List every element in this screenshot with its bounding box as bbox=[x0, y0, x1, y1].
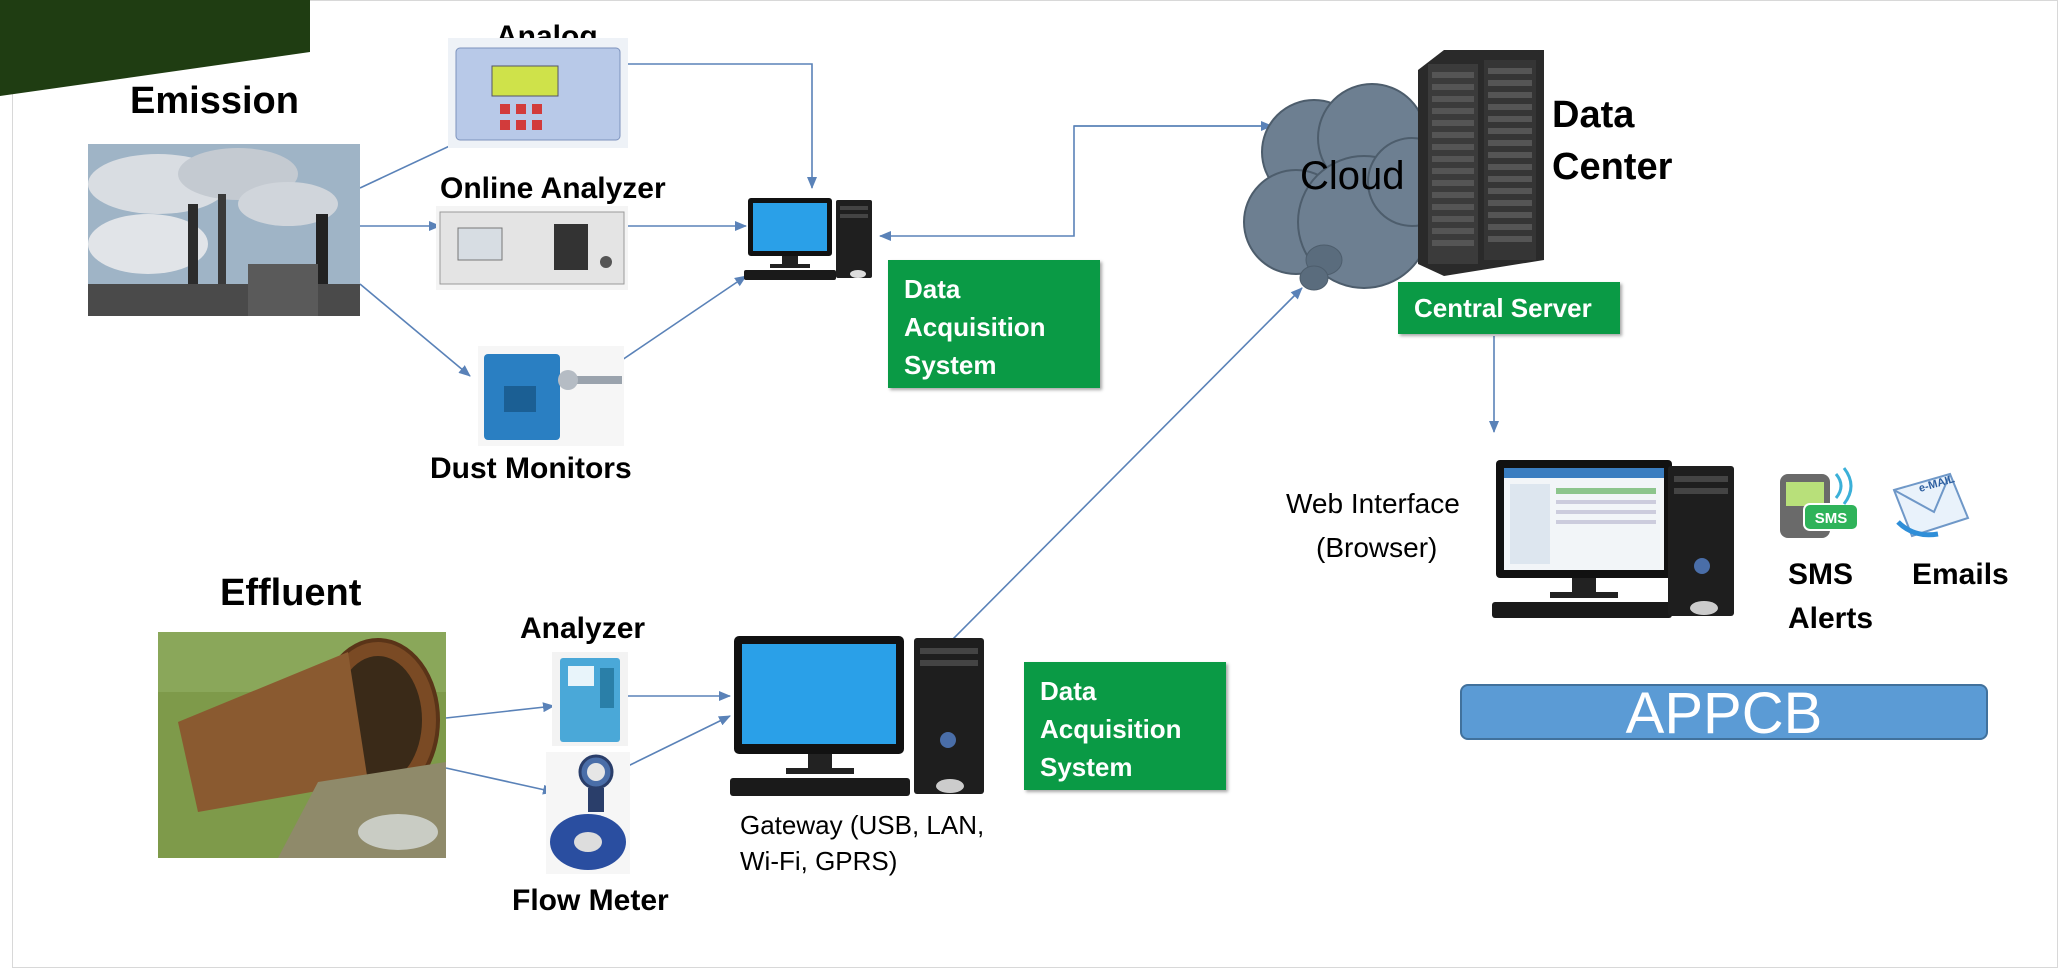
arrow-effluent-analyzer bbox=[445, 702, 555, 719]
sms-phone-icon: SMS bbox=[1780, 467, 1859, 538]
effluent-das-line3: System bbox=[1040, 752, 1133, 782]
emission-das-line3: System bbox=[904, 350, 997, 380]
effluent-das-box: Data Acquisition System bbox=[1024, 662, 1226, 790]
arrow-analog-das bbox=[628, 63, 817, 189]
arrow-cloud-das bbox=[879, 125, 1270, 241]
central-server-label: Central Server bbox=[1414, 293, 1592, 323]
flow-meter-label: Flow Meter bbox=[512, 884, 669, 917]
email-envelope-icon: e-MAIL bbox=[1892, 472, 1970, 538]
web-interface-line1: Web Interface bbox=[1286, 488, 1460, 519]
effluent-das-line2: Acquisition bbox=[1040, 714, 1182, 744]
effluent-heading: Effluent bbox=[220, 572, 362, 614]
effluent-das-line1: Data bbox=[1040, 676, 1097, 706]
data-center-line1: Data bbox=[1552, 94, 1635, 136]
online-analyzer-label: Online Analyzer bbox=[440, 172, 666, 205]
gateway-line1: Gateway (USB, LAN, bbox=[740, 810, 985, 840]
arrow-flowmeter-gateway bbox=[627, 715, 731, 767]
data-center-line2: Center bbox=[1552, 146, 1673, 188]
dust-monitor-image bbox=[478, 346, 624, 446]
analog-device-image bbox=[448, 38, 628, 148]
appcb-banner: APPCB bbox=[1460, 684, 1988, 743]
sms-icon-text: SMS bbox=[1815, 510, 1848, 527]
arrow-dust-das bbox=[621, 275, 747, 361]
online-analyzer-image bbox=[436, 206, 628, 290]
sms-alerts-line2: Alerts bbox=[1788, 602, 1874, 635]
cloud-icon bbox=[1243, 83, 1457, 291]
arrow-emission-dust bbox=[359, 283, 471, 377]
arrow-effluent-flowmeter bbox=[445, 767, 555, 795]
emission-das-line1: Data bbox=[904, 274, 961, 304]
emission-heading: Emission bbox=[130, 80, 299, 122]
effluent-analyzer-label: Analyzer bbox=[520, 612, 646, 645]
server-rack-image bbox=[1418, 50, 1544, 276]
emission-das-computer-image bbox=[744, 198, 872, 280]
effluent-analyzer-image bbox=[552, 652, 628, 746]
smokestack-image bbox=[88, 144, 360, 316]
emission-das-box: Data Acquisition System bbox=[888, 260, 1100, 388]
emission-das-line2: Acquisition bbox=[904, 312, 1046, 342]
flow-meter-image bbox=[546, 752, 630, 874]
sms-alerts-line1: SMS bbox=[1788, 558, 1854, 591]
arrow-gateway-cloud bbox=[951, 287, 1303, 641]
slide-frame bbox=[12, 0, 2058, 968]
cloud-label: Cloud bbox=[1300, 154, 1405, 198]
dust-monitors-label: Dust Monitors bbox=[430, 452, 632, 485]
web-interface-line2: (Browser) bbox=[1316, 532, 1438, 563]
corner-accent bbox=[0, 0, 310, 96]
gateway-computer-image bbox=[730, 636, 984, 796]
emails-label: Emails bbox=[1912, 558, 2009, 591]
web-browser-computer-image bbox=[1492, 460, 1734, 618]
effluent-pipe-image bbox=[158, 632, 446, 858]
central-server-box: Central Server bbox=[1398, 282, 1620, 334]
gateway-line2: Wi-Fi, GPRS) bbox=[740, 846, 898, 876]
